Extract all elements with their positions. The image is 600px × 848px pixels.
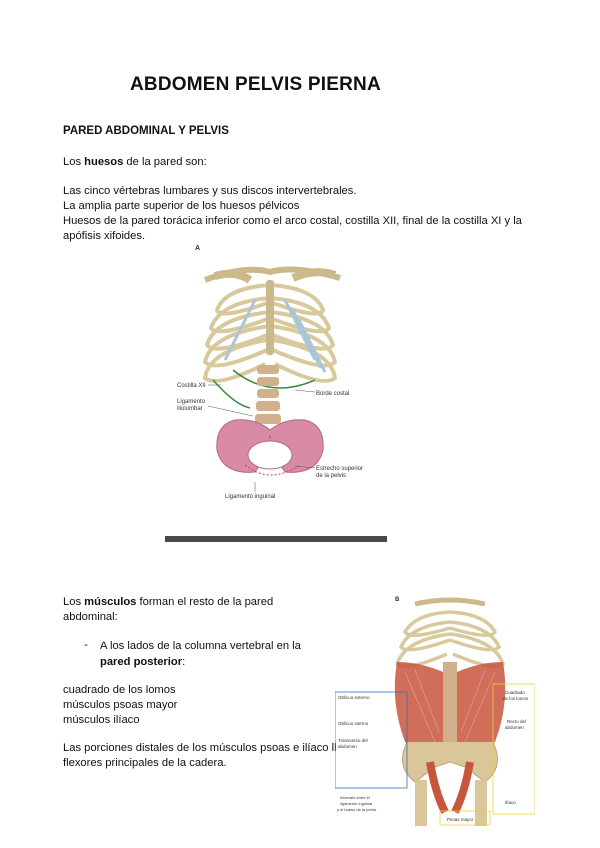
- text-bold: pared posterior: [100, 656, 183, 668]
- text-post: de la pared son:: [123, 156, 207, 168]
- text-pre: Los: [63, 156, 85, 168]
- panel-letter-a: A: [195, 245, 200, 252]
- closing-line-2: flexores principales de la cadera.: [63, 757, 227, 769]
- muscle-figure-b: B Oblicuo externo Oblicuo inter: [335, 592, 535, 828]
- bullet-line-1: A los lados de la columna vertebral en l…: [100, 640, 301, 652]
- closing-line-1: Las porciones distales de los músculos p…: [63, 742, 337, 754]
- muscle-item-2: músculos psoas mayor: [63, 699, 178, 711]
- muscle-item-1: cuadrado de los lomos: [63, 684, 176, 696]
- bones-line-3: Huesos de la pared torácica inferior com…: [63, 215, 522, 227]
- section-heading: PARED ABDOMINAL Y PELVIS: [63, 125, 229, 137]
- page-title: ABDOMEN PELVIS PIERNA: [130, 74, 381, 95]
- text-pre: Los: [63, 596, 85, 608]
- bones-line-1: Las cinco vértebras lumbares y sus disco…: [63, 185, 357, 197]
- label-oblicuo-int: Oblicuo interno: [338, 721, 369, 726]
- label-costilla: Costilla XII: [177, 383, 206, 389]
- divider-bar: [165, 536, 387, 542]
- skeleton-figure-a: A: [175, 240, 365, 512]
- label-estrecho-1: Estrecho superior: [316, 466, 363, 472]
- musculos-line-2: abdominal:: [63, 611, 118, 623]
- muscle-item-3: músculos ilíaco: [63, 714, 140, 726]
- label-transverso-1: Transverso del: [338, 738, 368, 743]
- bullet-line-2: pared posterior:: [100, 655, 185, 670]
- label-inguinal-1: Intervalo entre el: [340, 795, 370, 800]
- musculos-intro: Los músculos forman el resto de la pared: [63, 595, 273, 610]
- bones-line-2: La amplia parte superior de los huesos p…: [63, 200, 300, 212]
- text-post: forman el resto de la pared: [136, 596, 274, 608]
- text-bold: músculos: [84, 596, 137, 608]
- bones-line-4: apófisis xifoides.: [63, 230, 146, 242]
- label-oblicuo-ext: Oblicuo externo: [338, 695, 370, 700]
- huesos-intro: Los huesos de la pared son:: [63, 155, 207, 170]
- panel-letter-b: B: [395, 597, 400, 603]
- label-transverso-2: abdomen: [338, 744, 357, 749]
- label-iliaco: Ilíaco: [505, 800, 516, 805]
- label-psoas: Psoas mayor: [447, 817, 474, 822]
- label-cuadrado-1: Cuadrado: [505, 690, 525, 695]
- bullet-marker: -: [84, 639, 88, 651]
- label-ligamento-2: iliolumbar: [177, 406, 203, 412]
- label-borde: Borde costal: [316, 391, 349, 397]
- label-inguinal: Ligamento inguinal: [225, 494, 275, 500]
- label-cuadrado-2: de los lomos: [503, 696, 529, 701]
- label-inguinal-3: y el hueso de la pelvis: [337, 807, 376, 812]
- label-estrecho-2: de la pelvis: [316, 473, 346, 479]
- label-recto-1: Recto del: [507, 719, 526, 724]
- label-recto-2: abdomen: [505, 725, 524, 730]
- text-post: :: [182, 656, 186, 668]
- label-ligamento-1: Ligamento: [177, 399, 206, 405]
- text-bold: huesos: [84, 156, 124, 168]
- label-inguinal-2: ligamento inguinal: [340, 801, 372, 806]
